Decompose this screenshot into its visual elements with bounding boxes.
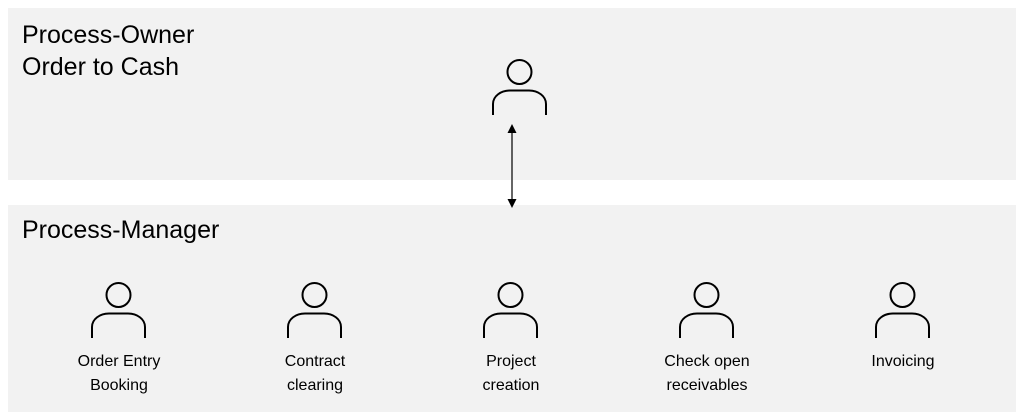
role-project-creation-line-2: creation [482, 377, 540, 394]
process-owner-title: Process-Owner Order to Cash [22, 19, 194, 83]
role-order-entry-person-icon [89, 275, 149, 339]
role-check-receivables-person-icon [677, 275, 737, 339]
role-invoicing-label: Invoicing [828, 350, 978, 374]
role-check-receivables-line-1: Check open [664, 353, 750, 370]
process-manager-title: Process-Manager [22, 216, 220, 244]
role-contract-clearing-line-1: Contract [284, 353, 346, 370]
role-invoicing-line-1: Invoicing [871, 353, 935, 370]
process-manager-band: Process-Manager Order Entry Booking Cont… [8, 205, 1016, 412]
role-contract-clearing-line-2: clearing [286, 377, 344, 394]
role-check-receivables-label: Check open receivables [632, 350, 782, 398]
owner-manager-connector-arrow [502, 124, 522, 208]
role-order-entry-label: Order Entry Booking [44, 350, 194, 398]
process-owner-title-line-2: Order to Cash [22, 53, 180, 81]
role-check-receivables-line-2: receivables [666, 377, 748, 394]
role-invoicing-person-icon [873, 275, 933, 339]
role-order-entry-line-1: Order Entry [77, 353, 161, 370]
role-project-creation-label: Project creation [436, 350, 586, 398]
role-order-entry-line-2: Booking [90, 377, 148, 394]
role-project-creation-person-icon [481, 275, 541, 339]
process-owner-title-line-1: Process-Owner [22, 21, 195, 49]
role-project-creation-line-1: Project [486, 353, 536, 370]
process-owner-person-icon [490, 52, 550, 116]
role-contract-clearing-label: Contract clearing [240, 350, 390, 398]
role-contract-clearing-person-icon [285, 275, 345, 339]
